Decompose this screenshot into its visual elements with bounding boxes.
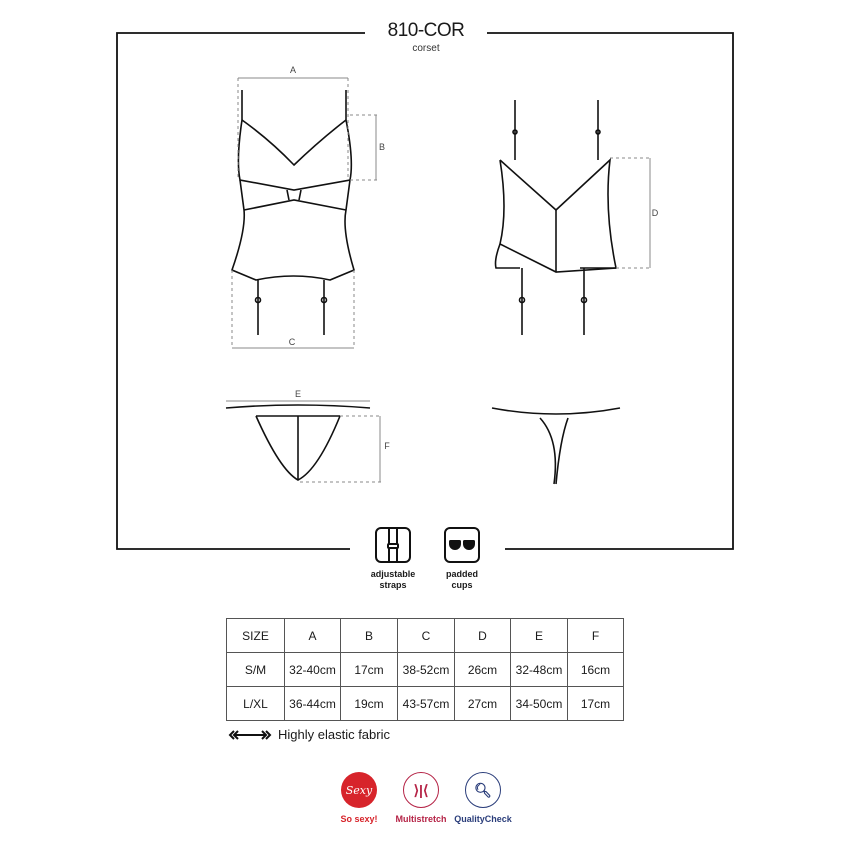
cell: 43-57cm (397, 686, 455, 721)
feature-padded-cups: padded cups (422, 527, 502, 591)
badge-label: QualityCheck (454, 814, 512, 824)
badge-label: So sexy! (340, 814, 378, 824)
header-cell: A (284, 618, 341, 653)
cell: 32-48cm (510, 652, 568, 687)
cell: 27cm (454, 686, 511, 721)
table-header-row: SIZE A B C D E F (226, 618, 624, 653)
header-cell: B (340, 618, 398, 653)
product-type: corset (412, 43, 440, 54)
badge-so-sexy: Sexy So sexy! (314, 772, 404, 824)
badge-label: Multistretch (395, 814, 447, 824)
measure-lines (231, 78, 652, 483)
sexy-icon: Sexy (341, 772, 377, 808)
header-cell: F (567, 618, 624, 653)
stretch-arrow-icon (228, 729, 272, 740)
badge-multistretch: ⟩|⟨ Multistretch (376, 772, 466, 824)
corset-front (230, 90, 355, 335)
cell: 17cm (340, 652, 398, 687)
dimension-c-label: C (288, 337, 296, 347)
cell: 26cm (454, 652, 511, 687)
thong-front (225, 404, 371, 481)
dimension-e-label: E (294, 389, 302, 399)
cell: 36-44cm (284, 686, 341, 721)
cell: 16cm (567, 652, 624, 687)
feature-label: padded (445, 569, 478, 579)
cell: L/XL (226, 686, 285, 721)
thong-back (491, 407, 621, 485)
cell: 32-40cm (284, 652, 341, 687)
frame (116, 32, 734, 550)
header-cell: SIZE (226, 618, 285, 653)
cell: 19cm (340, 686, 398, 721)
corset-back (494, 100, 617, 335)
elastic-note: Highly elastic fabric (228, 727, 390, 742)
feature-label: straps (379, 580, 407, 590)
header-cell: D (454, 618, 511, 653)
feature-label: cups (451, 580, 473, 590)
header-cell: C (397, 618, 455, 653)
badge-quality-check: 🔍︎ QualityCheck (438, 772, 528, 824)
cell: 38-52cm (397, 652, 455, 687)
adjustable-straps-icon (375, 527, 411, 563)
elastic-label: Highly elastic fabric (278, 727, 390, 742)
cell: 34-50cm (510, 686, 568, 721)
header-cell: E (510, 618, 568, 653)
measure-arrows (226, 77, 651, 482)
feature-adjustable-straps: adjustable straps (353, 527, 433, 591)
product-code: 810-COR (387, 20, 465, 41)
dimension-b-label: B (378, 142, 386, 152)
multistretch-icon: ⟩|⟨ (403, 772, 439, 808)
quality-check-icon: 🔍︎ (465, 772, 501, 808)
cell: 17cm (567, 686, 624, 721)
dimension-a-label: A (289, 65, 297, 75)
padded-cups-icon (444, 527, 480, 563)
dimension-d-label: D (651, 208, 659, 218)
feature-label: adjustable (370, 569, 416, 579)
dimension-f-label: F (384, 441, 390, 451)
cell: S/M (226, 652, 285, 687)
